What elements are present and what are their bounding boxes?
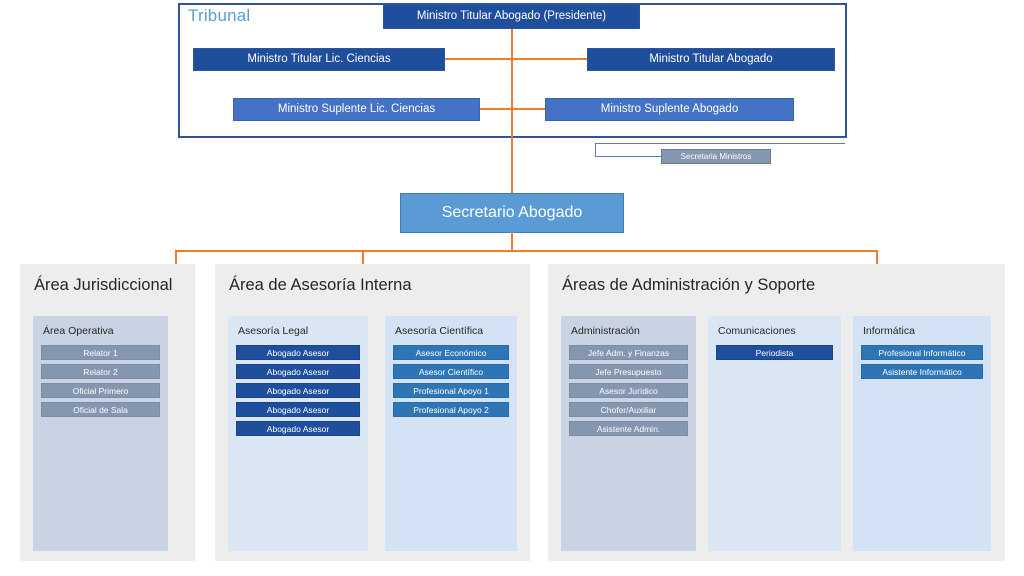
role-chip[interactable]: Relator 2 bbox=[41, 364, 160, 379]
role-chip[interactable]: Profesional Apoyo 2 bbox=[393, 402, 509, 417]
role-chip[interactable]: Relator 1 bbox=[41, 345, 160, 360]
chip-secretaria-ministros[interactable]: Secretaria Ministros bbox=[661, 149, 771, 164]
subpanel-title-comunicaciones: Comunicaciones bbox=[718, 325, 796, 337]
subpanel-comunicaciones: Comunicaciones Periodista bbox=[708, 316, 841, 551]
role-chip[interactable]: Abogado Asesor bbox=[236, 421, 360, 436]
role-chip[interactable]: Profesional Apoyo 1 bbox=[393, 383, 509, 398]
connector-suplente-horizontal bbox=[480, 108, 545, 110]
chip-ministro-suplente-abogado[interactable]: Ministro Suplente Abogado bbox=[545, 98, 794, 121]
chip-ministro-titular-abogado[interactable]: Ministro Titular Abogado bbox=[587, 48, 835, 71]
role-chip[interactable]: Chofer/Auxiliar bbox=[569, 402, 688, 417]
role-chip[interactable]: Abogado Asesor bbox=[236, 364, 360, 379]
area-title-asesoria-interna: Área de Asesoría Interna bbox=[229, 276, 412, 294]
connector-secretario-down bbox=[511, 232, 513, 251]
role-chip[interactable]: Jefe Adm. y Finanzas bbox=[569, 345, 688, 360]
connector-areas-horizontal bbox=[175, 250, 878, 252]
role-chip[interactable]: Abogado Asesor bbox=[236, 345, 360, 360]
chip-ministro-suplente-lic-ciencias[interactable]: Ministro Suplente Lic. Ciencias bbox=[233, 98, 480, 121]
chip-ministro-titular-lic-ciencias[interactable]: Ministro Titular Lic. Ciencias bbox=[193, 48, 445, 71]
role-chip[interactable]: Asesor Económico bbox=[393, 345, 509, 360]
role-chip[interactable]: Abogado Asesor bbox=[236, 402, 360, 417]
area-panel-administracion-soporte: Áreas de Administración y Soporte Admini… bbox=[548, 264, 1005, 561]
connector-titular-horizontal bbox=[445, 58, 587, 60]
role-chip[interactable]: Abogado Asesor bbox=[236, 383, 360, 398]
role-chip[interactable]: Asistente Admin. bbox=[569, 421, 688, 436]
connector-drop-administracion bbox=[876, 250, 878, 270]
role-chip[interactable]: Asesor Científico bbox=[393, 364, 509, 379]
role-chip[interactable]: Oficial de Sala bbox=[41, 402, 160, 417]
connector-secretaria-vertical bbox=[595, 143, 596, 157]
chip-ministro-titular-abogado-presidente[interactable]: Ministro Titular Abogado (Presidente) bbox=[383, 4, 640, 29]
connector-presidente-vertical bbox=[511, 29, 513, 139]
role-chip[interactable]: Asistente Informático bbox=[861, 364, 983, 379]
connector-drop-jurisdiccional bbox=[175, 250, 177, 270]
subpanel-title-asesoria-legal: Asesoría Legal bbox=[238, 325, 309, 337]
subpanel-title-administracion: Administración bbox=[571, 325, 640, 337]
subpanel-roles-comunicaciones: Periodista bbox=[716, 345, 833, 360]
connector-secretaria-horizontal bbox=[595, 156, 662, 157]
subpanel-title-asesoria-cientifica: Asesoría Científica bbox=[395, 325, 484, 337]
connector-secretaria-top bbox=[595, 143, 845, 144]
role-chip[interactable]: Periodista bbox=[716, 345, 833, 360]
connector-drop-asesoria bbox=[362, 250, 364, 270]
subpanel-area-operativa: Área Operativa Relator 1 Relator 2 Oficial… bbox=[33, 316, 168, 551]
role-chip[interactable]: Profesional Informático bbox=[861, 345, 983, 360]
role-chip[interactable]: Asesor Jurídico bbox=[569, 383, 688, 398]
area-panel-jurisdiccional: Área Jurisdiccional Área Operativa Relat… bbox=[20, 264, 195, 561]
role-chip[interactable]: Jefe Presupuesto bbox=[569, 364, 688, 379]
role-chip[interactable]: Oficial Primero bbox=[41, 383, 160, 398]
chip-secretario-abogado[interactable]: Secretario Abogado bbox=[400, 193, 624, 233]
subpanel-title-area-operativa: Área Operativa bbox=[43, 325, 114, 337]
area-panel-asesoria-interna: Área de Asesoría Interna Asesoría Legal … bbox=[215, 264, 530, 561]
connector-tribunal-secretario bbox=[511, 138, 513, 193]
subpanel-title-informatica: Informática bbox=[863, 325, 915, 337]
area-title-administracion-soporte: Áreas de Administración y Soporte bbox=[562, 276, 816, 294]
tribunal-label: Tribunal bbox=[188, 6, 251, 25]
area-title-jurisdiccional: Área Jurisdiccional bbox=[34, 276, 173, 294]
